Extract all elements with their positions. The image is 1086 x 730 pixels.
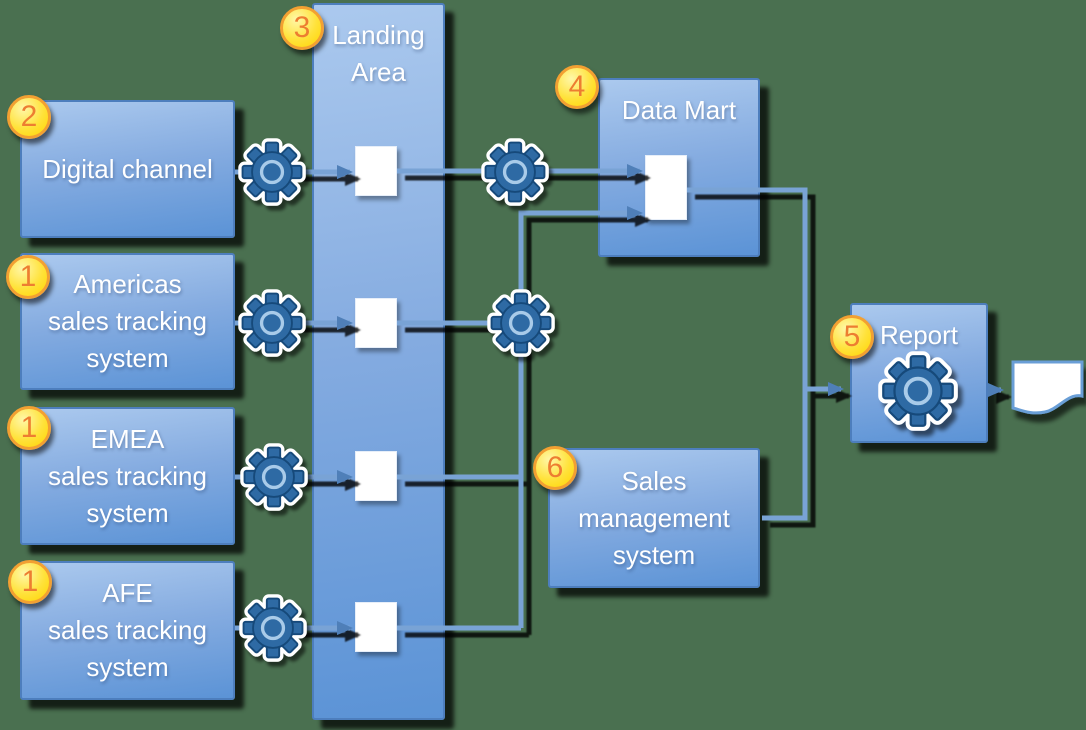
- badge-datamart-number: 4: [568, 70, 586, 103]
- sales-management-node: Sales management system: [548, 448, 760, 588]
- gear-icon-digital: [243, 143, 302, 202]
- afe-sales-tracking-label: AFE sales tracking system: [48, 578, 207, 682]
- badge-emea: 1: [7, 406, 51, 450]
- landing-area-node: Landing Area: [312, 3, 445, 720]
- sales-management-label: Sales management system: [578, 465, 730, 570]
- badge-report: 5: [830, 315, 874, 359]
- badge-americas: 1: [6, 255, 50, 299]
- gear-icon-americas: [243, 294, 302, 353]
- badge-report-number: 5: [843, 320, 861, 353]
- badge-digital-number: 2: [20, 100, 38, 133]
- badge-afe: 1: [8, 560, 52, 604]
- emea-sales-tracking-label: EMEA sales tracking system: [48, 423, 207, 528]
- report-document-icon: [1011, 360, 1084, 415]
- badge-digital: 2: [7, 95, 51, 139]
- report-label: Report: [879, 320, 959, 350]
- badge-datamart: 4: [555, 65, 599, 109]
- data-mart-label: Data Mart: [621, 95, 737, 125]
- badge-americas-number: 1: [19, 260, 37, 293]
- afe-sales-tracking-node: AFE sales tracking system: [20, 561, 235, 700]
- badge-salesmgmt-number: 6: [546, 451, 564, 484]
- badge-emea-number: 1: [20, 411, 38, 444]
- digital-channel-node: Digital channel: [20, 100, 235, 238]
- landing-slot-4: [355, 602, 397, 652]
- landing-slot-3: [355, 451, 397, 501]
- landing-area-label: Landing Area: [332, 20, 425, 87]
- gear-icon-landing-to-datamart-1: [486, 143, 545, 202]
- americas-sales-tracking-node: Americas sales tracking system: [20, 253, 235, 390]
- gear-icon-emea: [245, 448, 304, 507]
- americas-sales-tracking-label: Americas sales tracking system: [48, 269, 207, 373]
- badge-salesmgmt: 6: [533, 446, 577, 490]
- gear-icon-afe: [244, 599, 303, 658]
- digital-channel-label: Digital channel: [42, 153, 213, 184]
- badge-landing-number: 3: [293, 11, 311, 44]
- landing-slot-1: [355, 146, 397, 196]
- landing-slot-2: [355, 298, 397, 348]
- emea-sales-tracking-node: EMEA sales tracking system: [20, 407, 235, 545]
- badge-afe-number: 1: [21, 565, 39, 598]
- badge-landing: 3: [280, 6, 324, 50]
- gear-icon-landing-to-datamart-2: [492, 294, 551, 353]
- data-mart-slot: [645, 155, 687, 220]
- report-node: Report: [850, 303, 988, 443]
